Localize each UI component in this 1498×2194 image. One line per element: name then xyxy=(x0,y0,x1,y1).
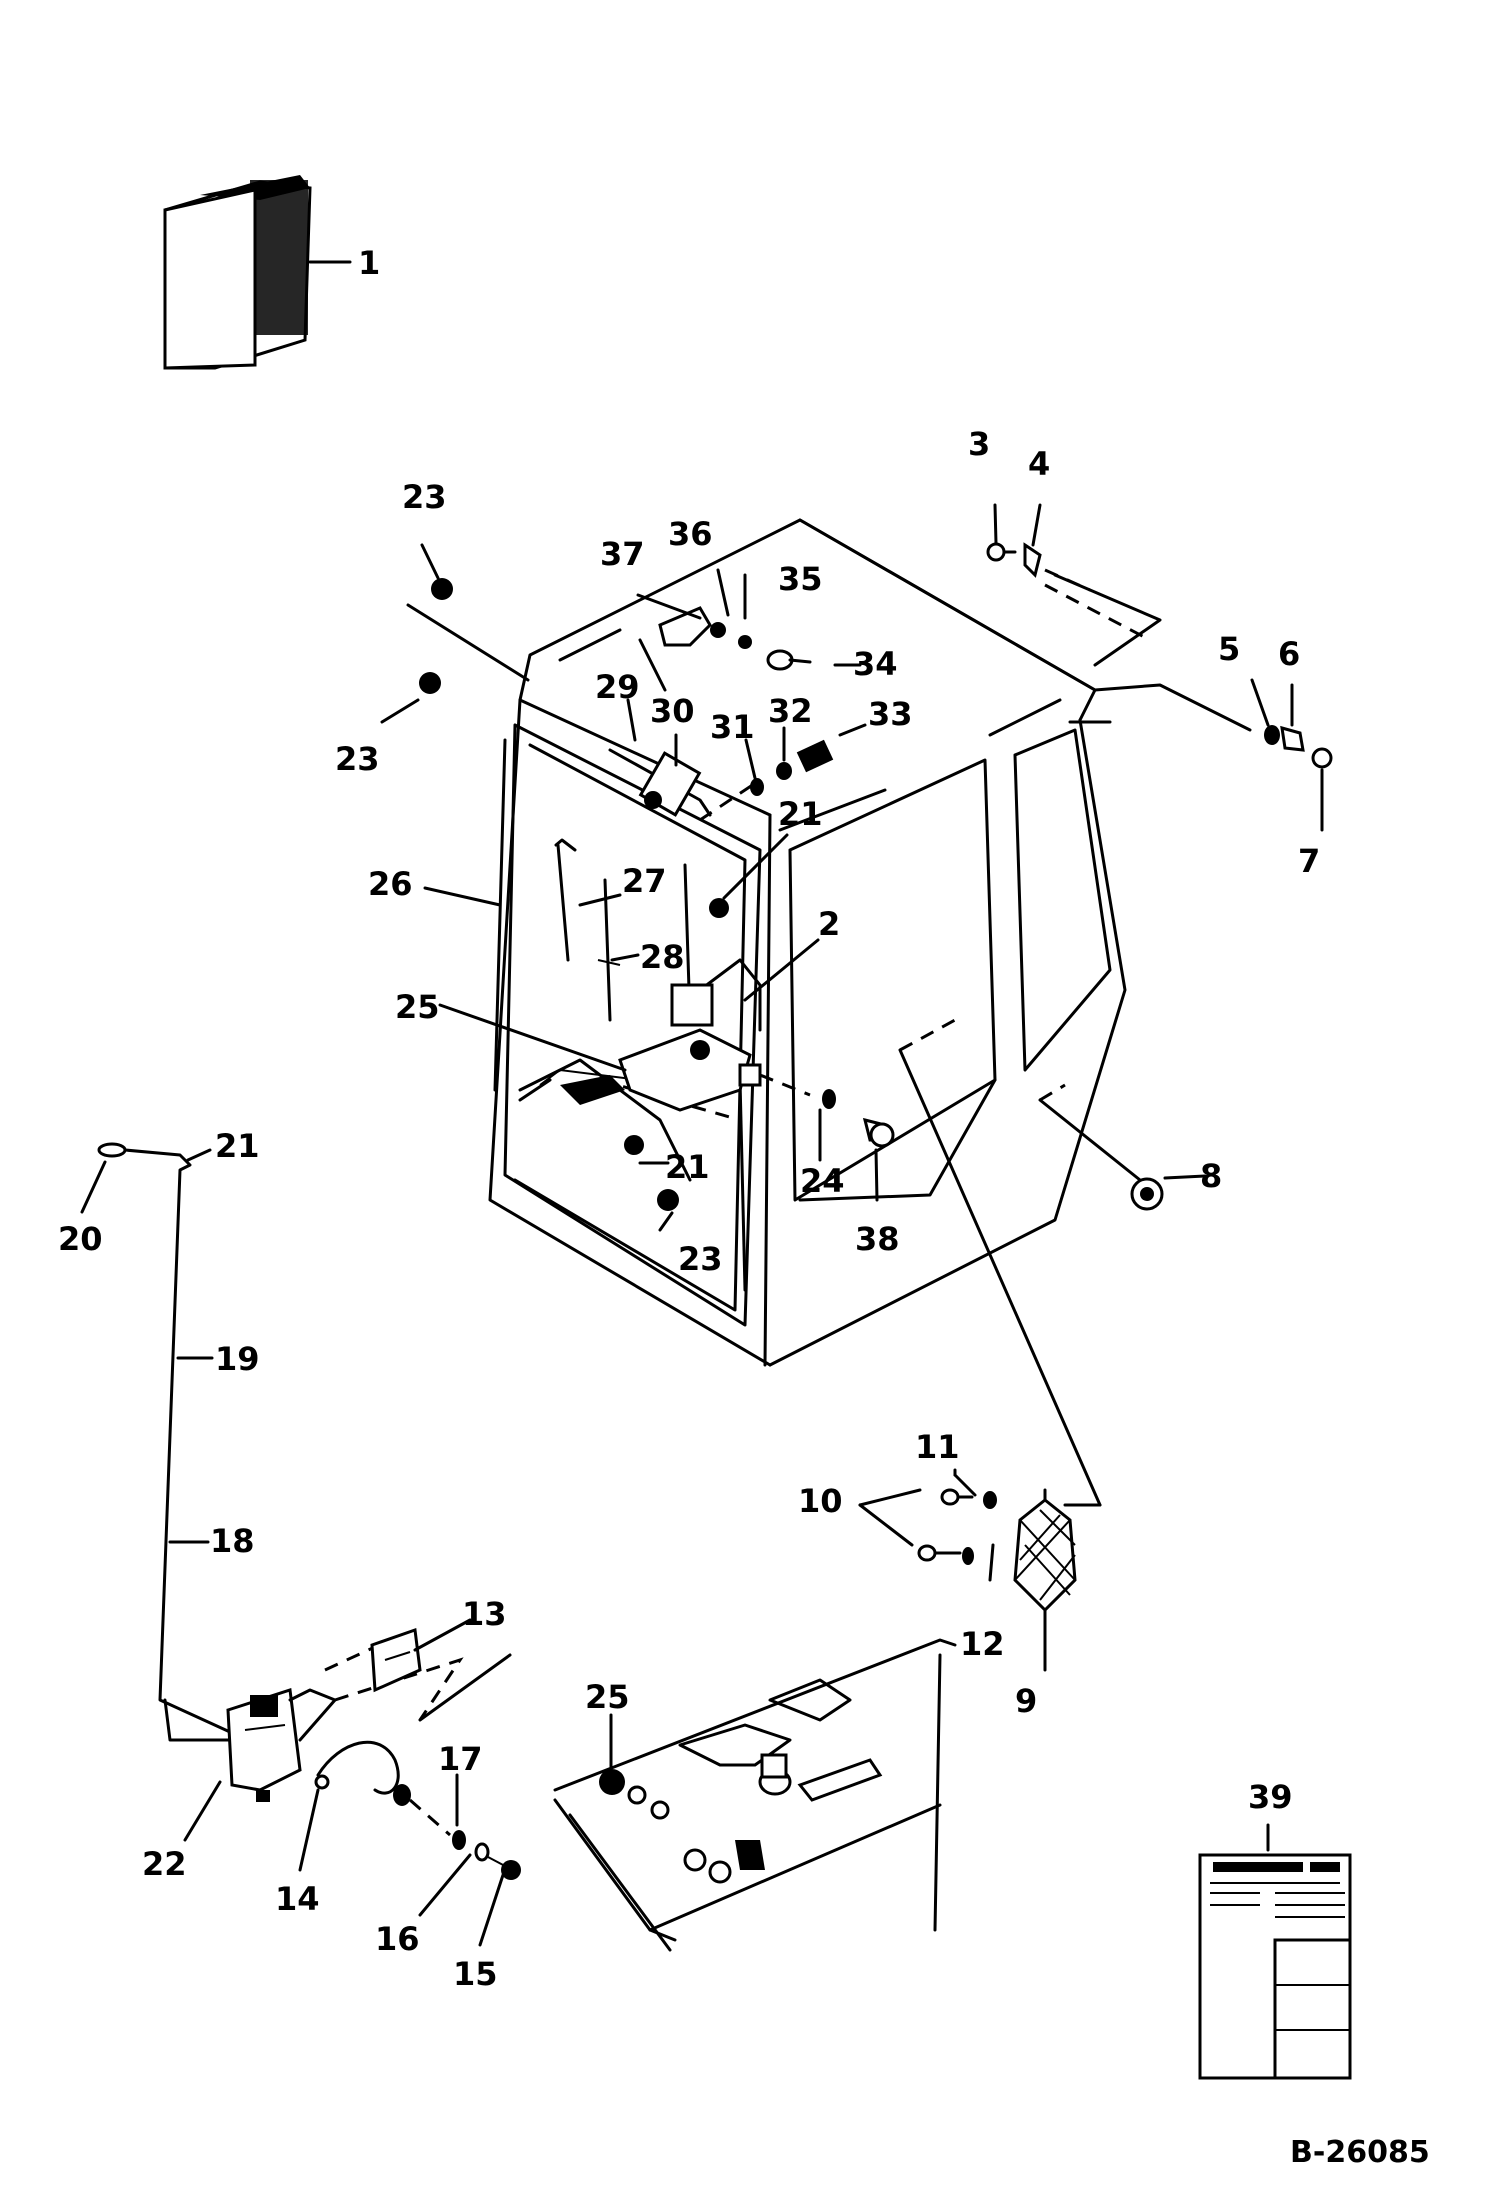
callout-31: 31 xyxy=(710,708,755,746)
callout-15: 15 xyxy=(453,1955,498,1993)
callout-22: 22 xyxy=(142,1845,187,1883)
callout-16: 16 xyxy=(375,1920,420,1958)
leader-lines xyxy=(406,573,1252,1507)
callout-6: 6 xyxy=(1278,635,1300,673)
callout-11: 11 xyxy=(915,1428,960,1466)
callout-18: 18 xyxy=(210,1522,255,1560)
callout-33: 33 xyxy=(868,695,913,733)
door-lock-assembly xyxy=(608,739,834,822)
instruction-manual xyxy=(1198,1823,1352,2080)
drawing-code: B-26085 xyxy=(1290,2135,1430,2170)
wiper-arms xyxy=(554,838,621,1022)
callout-35: 35 xyxy=(778,560,823,598)
callout-19: 19 xyxy=(215,1340,260,1378)
washer-system xyxy=(97,1142,521,1880)
callout-13: 13 xyxy=(462,1595,507,1633)
callout-29: 29 xyxy=(595,668,640,706)
callout-24: 24 xyxy=(800,1162,845,1200)
callout-23a: 23 xyxy=(402,478,447,516)
callout-labels: 1 2 3 4 5 6 7 8 9 10 11 12 13 14 15 16 1… xyxy=(58,244,1320,1993)
callout-10: 10 xyxy=(798,1482,843,1520)
callout-14: 14 xyxy=(275,1880,320,1918)
wiper-motor-assembly xyxy=(560,958,895,1148)
callout-23c: 23 xyxy=(678,1240,723,1278)
callout-25a: 25 xyxy=(395,988,440,1026)
callout-3: 3 xyxy=(968,425,990,463)
callout-20: 20 xyxy=(58,1220,103,1258)
callout-38: 38 xyxy=(855,1220,900,1258)
callout-32: 32 xyxy=(768,692,813,730)
roof-hardware xyxy=(419,542,1333,1211)
callout-5: 5 xyxy=(1218,630,1240,668)
callout-leaders xyxy=(80,503,1324,1947)
callout-28: 28 xyxy=(640,938,685,976)
callout-4: 4 xyxy=(1028,445,1050,483)
part-1-box xyxy=(163,175,352,370)
callout-21a: 21 xyxy=(215,1127,260,1165)
callout-8: 8 xyxy=(1200,1157,1222,1195)
callout-7: 7 xyxy=(1298,842,1320,880)
callout-2: 2 xyxy=(818,905,840,943)
callout-21b: 21 xyxy=(778,795,823,833)
callout-30: 30 xyxy=(650,692,695,730)
callout-39: 39 xyxy=(1248,1778,1293,1816)
callout-21c: 21 xyxy=(665,1148,710,1186)
callout-27: 27 xyxy=(622,862,667,900)
floor-console xyxy=(553,1638,957,1952)
callout-25b: 25 xyxy=(585,1678,630,1716)
callout-12: 12 xyxy=(960,1625,1005,1663)
callout-36: 36 xyxy=(668,515,713,553)
net-pocket xyxy=(858,1468,1077,1672)
cab-body xyxy=(488,518,1127,1367)
callout-34: 34 xyxy=(853,645,898,683)
callout-17: 17 xyxy=(438,1740,483,1778)
callout-9: 9 xyxy=(1015,1682,1037,1720)
callout-26: 26 xyxy=(368,865,413,903)
callout-1: 1 xyxy=(358,244,380,282)
callout-37: 37 xyxy=(600,535,645,573)
callout-23b: 23 xyxy=(335,740,380,778)
